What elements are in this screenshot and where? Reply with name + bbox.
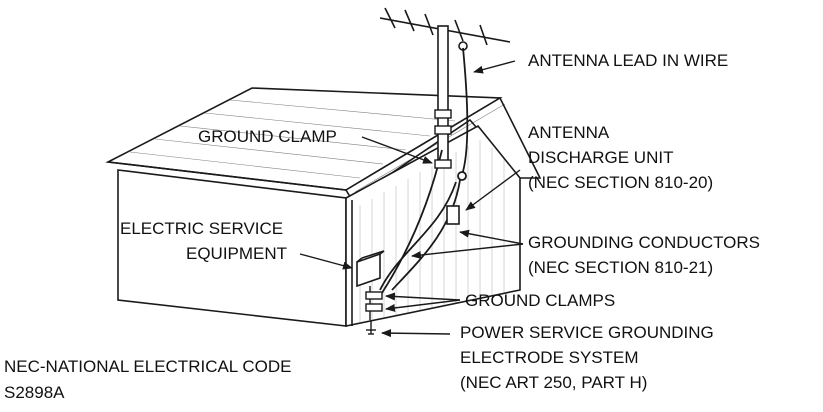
grounding-conductors-label-2: (NEC SECTION 810-21) xyxy=(528,258,714,277)
power-service-label-3: (NEC ART 250, PART H) xyxy=(460,373,648,392)
service-box xyxy=(356,250,385,288)
power-service-label-1: POWER SERVICE GROUNDING xyxy=(460,323,714,342)
grounding-conductors-label-1: GROUNDING CONDUCTORS xyxy=(528,233,761,252)
ground-clamp-label: GROUND CLAMP xyxy=(198,127,337,146)
power-service-label-2: ELECTRODE SYSTEM xyxy=(460,348,639,367)
figure-id: S2898A xyxy=(4,383,65,402)
electric-service-label-1: ELECTRIC SERVICE xyxy=(120,219,284,238)
mast-clamps xyxy=(434,109,452,169)
ground-clamps-label: GROUND CLAMPS xyxy=(465,291,616,310)
discharge-unit-label-1: ANTENNA xyxy=(528,123,610,142)
discharge-unit-label-2: DISCHARGE UNIT xyxy=(528,148,674,167)
discharge-unit xyxy=(446,205,460,225)
discharge-unit-label-3: (NEC SECTION 810-20) xyxy=(528,173,714,192)
nec-footnote: NEC-NATIONAL ELECTRICAL CODE xyxy=(4,357,292,376)
electric-service-label-2: EQUIPMENT xyxy=(186,244,288,263)
house-walls xyxy=(117,124,521,327)
roof-hatching xyxy=(129,99,506,193)
antenna-lead-in-wire-label: ANTENNA LEAD IN WIRE xyxy=(528,51,729,70)
base-clamps xyxy=(365,286,383,335)
pointer-lines xyxy=(299,60,524,338)
